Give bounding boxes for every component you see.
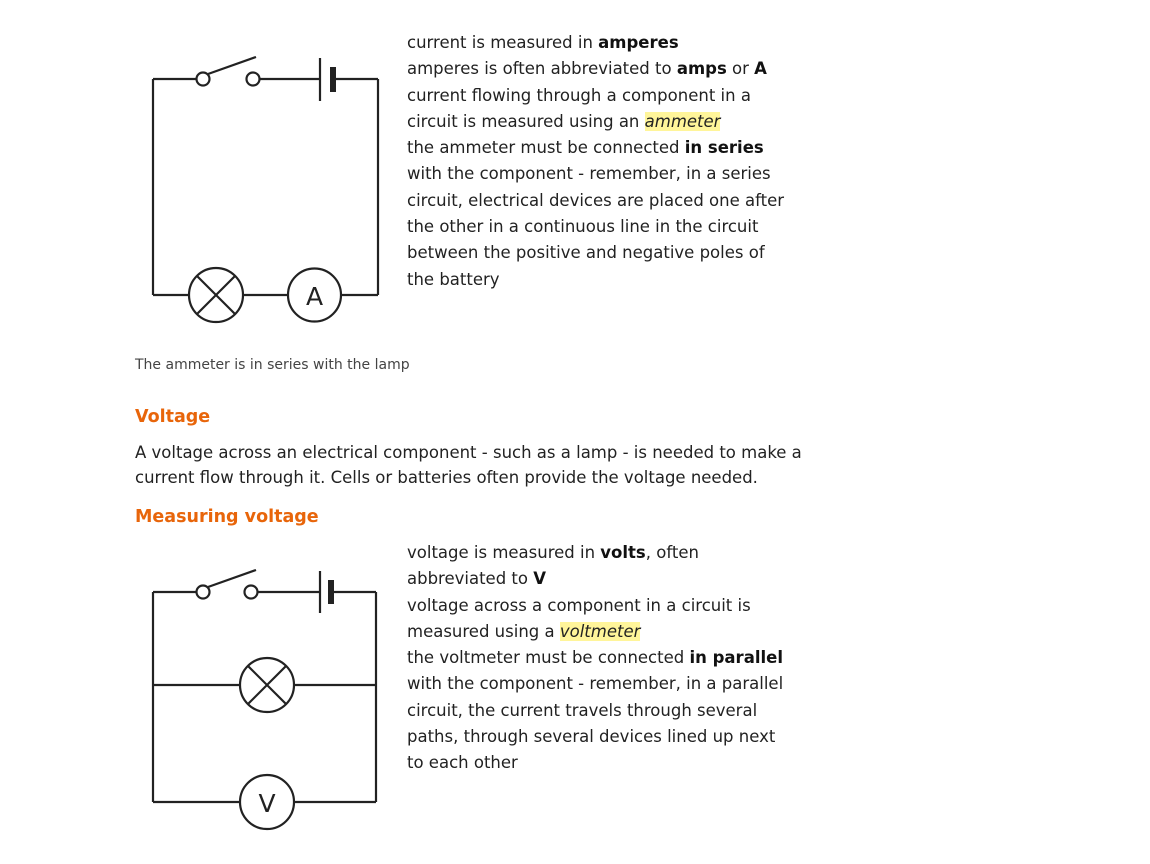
measuring-voltage-heading: Measuring voltage xyxy=(135,507,319,527)
text-line: circuit, the current travels through sev… xyxy=(407,700,758,720)
switch-contact-left xyxy=(195,71,211,87)
text-line: between the positive and negative poles … xyxy=(407,243,765,263)
text-line: the voltmeter must be connected in paral… xyxy=(407,648,783,668)
diagram-caption: The ammeter is in series with the lamp xyxy=(135,357,410,373)
voltage-paragraph: A voltage across an electrical component… xyxy=(135,440,802,490)
switch-lever xyxy=(207,55,257,76)
switch-lever xyxy=(207,568,257,589)
voltmeter-explanation: voltage is measured in volts, often abbr… xyxy=(407,540,783,777)
ammeter-label: A xyxy=(306,282,323,311)
text-line: voltage is measured in volts, often xyxy=(407,543,699,562)
text-line: with the component - remember, in a para… xyxy=(407,674,784,694)
ammeter-symbol xyxy=(286,267,343,323)
text-line: measured using a voltmeter xyxy=(407,621,641,641)
text-line: circuit is measured using an ammeter xyxy=(407,111,721,131)
text-line: paths, through several devices lined up … xyxy=(407,727,776,747)
text-line: A voltage across an electrical component… xyxy=(135,443,802,462)
text-line: voltage across a component in a circuit … xyxy=(407,595,751,615)
text-line: current is measured in amperes xyxy=(407,33,679,52)
text-line: current flow through it. Cells or batter… xyxy=(135,468,758,487)
text-line: the other in a continuous line in the ci… xyxy=(407,217,759,237)
switch-contact-right xyxy=(243,584,259,600)
text-line: abbreviated to V xyxy=(407,569,547,589)
voltage-heading: Voltage xyxy=(135,407,211,427)
ammeter-explanation: current is measured in amperes amperes i… xyxy=(407,30,784,293)
text-line: amperes is often abbreviated to amps or … xyxy=(407,59,767,79)
lamp-symbol xyxy=(238,656,296,714)
voltmeter-symbol xyxy=(238,773,296,831)
text-line: the battery xyxy=(407,269,500,289)
ammeter-glossary-link[interactable]: ammeter xyxy=(644,111,721,131)
text-line: with the component - remember, in a seri… xyxy=(407,164,771,184)
lamp-symbol xyxy=(187,266,245,324)
switch-contact-left xyxy=(195,584,211,600)
text-line: to each other xyxy=(407,753,518,773)
voltmeter-label: V xyxy=(258,789,275,818)
text-line: the ammeter must be connected in series xyxy=(407,138,764,158)
text-line: circuit, electrical devices are placed o… xyxy=(407,190,785,210)
text-line: current flowing through a component in a xyxy=(407,85,751,105)
voltmeter-glossary-link[interactable]: voltmeter xyxy=(559,621,641,641)
